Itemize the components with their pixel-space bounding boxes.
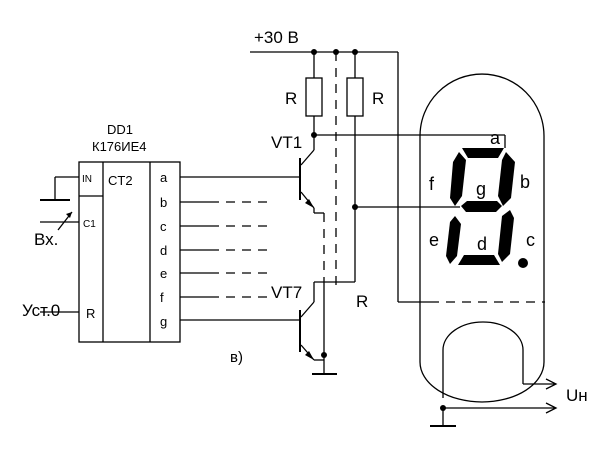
segment-label-e: e bbox=[429, 230, 439, 250]
supply-rail bbox=[250, 49, 545, 303]
chip-output-b: b bbox=[160, 195, 167, 210]
chip-output-d: d bbox=[160, 243, 167, 258]
chip-clock-label: C1 bbox=[83, 219, 96, 230]
segment-label-d: d bbox=[477, 234, 487, 254]
chip-output-f: f bbox=[160, 290, 164, 305]
reset-input-label: Уст.0 bbox=[22, 301, 60, 320]
segment-f bbox=[450, 152, 466, 206]
resistor-top-right-label: R bbox=[372, 89, 384, 108]
filament-voltage-label: Uн bbox=[566, 386, 588, 405]
chip-output-e: e bbox=[160, 266, 167, 281]
figure-label: в) bbox=[230, 349, 243, 366]
resistor-top-left-label: R bbox=[285, 89, 297, 108]
chip-part-number: К176ИЕ4 bbox=[92, 139, 147, 154]
chip-output-a: a bbox=[160, 170, 168, 185]
transistor-vt1-label: VT1 bbox=[271, 133, 302, 152]
transistor-vt1 bbox=[180, 132, 506, 285]
segment-g bbox=[461, 201, 502, 212]
transistor-vt7 bbox=[180, 281, 355, 373]
segment-label-f: f bbox=[429, 174, 435, 194]
chip-reset-label: R bbox=[86, 306, 95, 321]
segment-b bbox=[498, 152, 515, 206]
segment-label-b: b bbox=[520, 172, 530, 192]
chip-in-label: IN bbox=[82, 174, 92, 185]
transistor-vt7-label: VT7 bbox=[271, 283, 302, 302]
chip-dd1 bbox=[40, 161, 181, 343]
chip-outputs: a b c d e f g bbox=[160, 170, 268, 329]
segment-a bbox=[462, 148, 504, 158]
segment-c bbox=[498, 210, 514, 262]
resistor-bottom-label: R bbox=[356, 292, 368, 311]
count-input-label: Вх. bbox=[34, 230, 58, 249]
segment-label-g: g bbox=[476, 179, 486, 199]
chip-designator: DD1 bbox=[107, 122, 133, 137]
supply-voltage-label: +30 В bbox=[254, 28, 299, 47]
filament-outputs bbox=[442, 378, 558, 426]
indicator-tube bbox=[419, 73, 545, 411]
chip-output-g: g bbox=[160, 314, 167, 329]
segment-label-c: c bbox=[526, 230, 535, 250]
chip-counter-label: CT2 bbox=[108, 173, 133, 188]
chip-output-c: c bbox=[160, 219, 167, 234]
segment-e bbox=[446, 216, 461, 264]
resistor-top-right bbox=[346, 52, 460, 282]
resistor-top-left bbox=[305, 52, 323, 135]
segment-dp bbox=[518, 258, 528, 268]
segment-d bbox=[458, 255, 500, 265]
segment-label-a: a bbox=[490, 128, 501, 148]
seven-segment-display bbox=[446, 148, 528, 268]
